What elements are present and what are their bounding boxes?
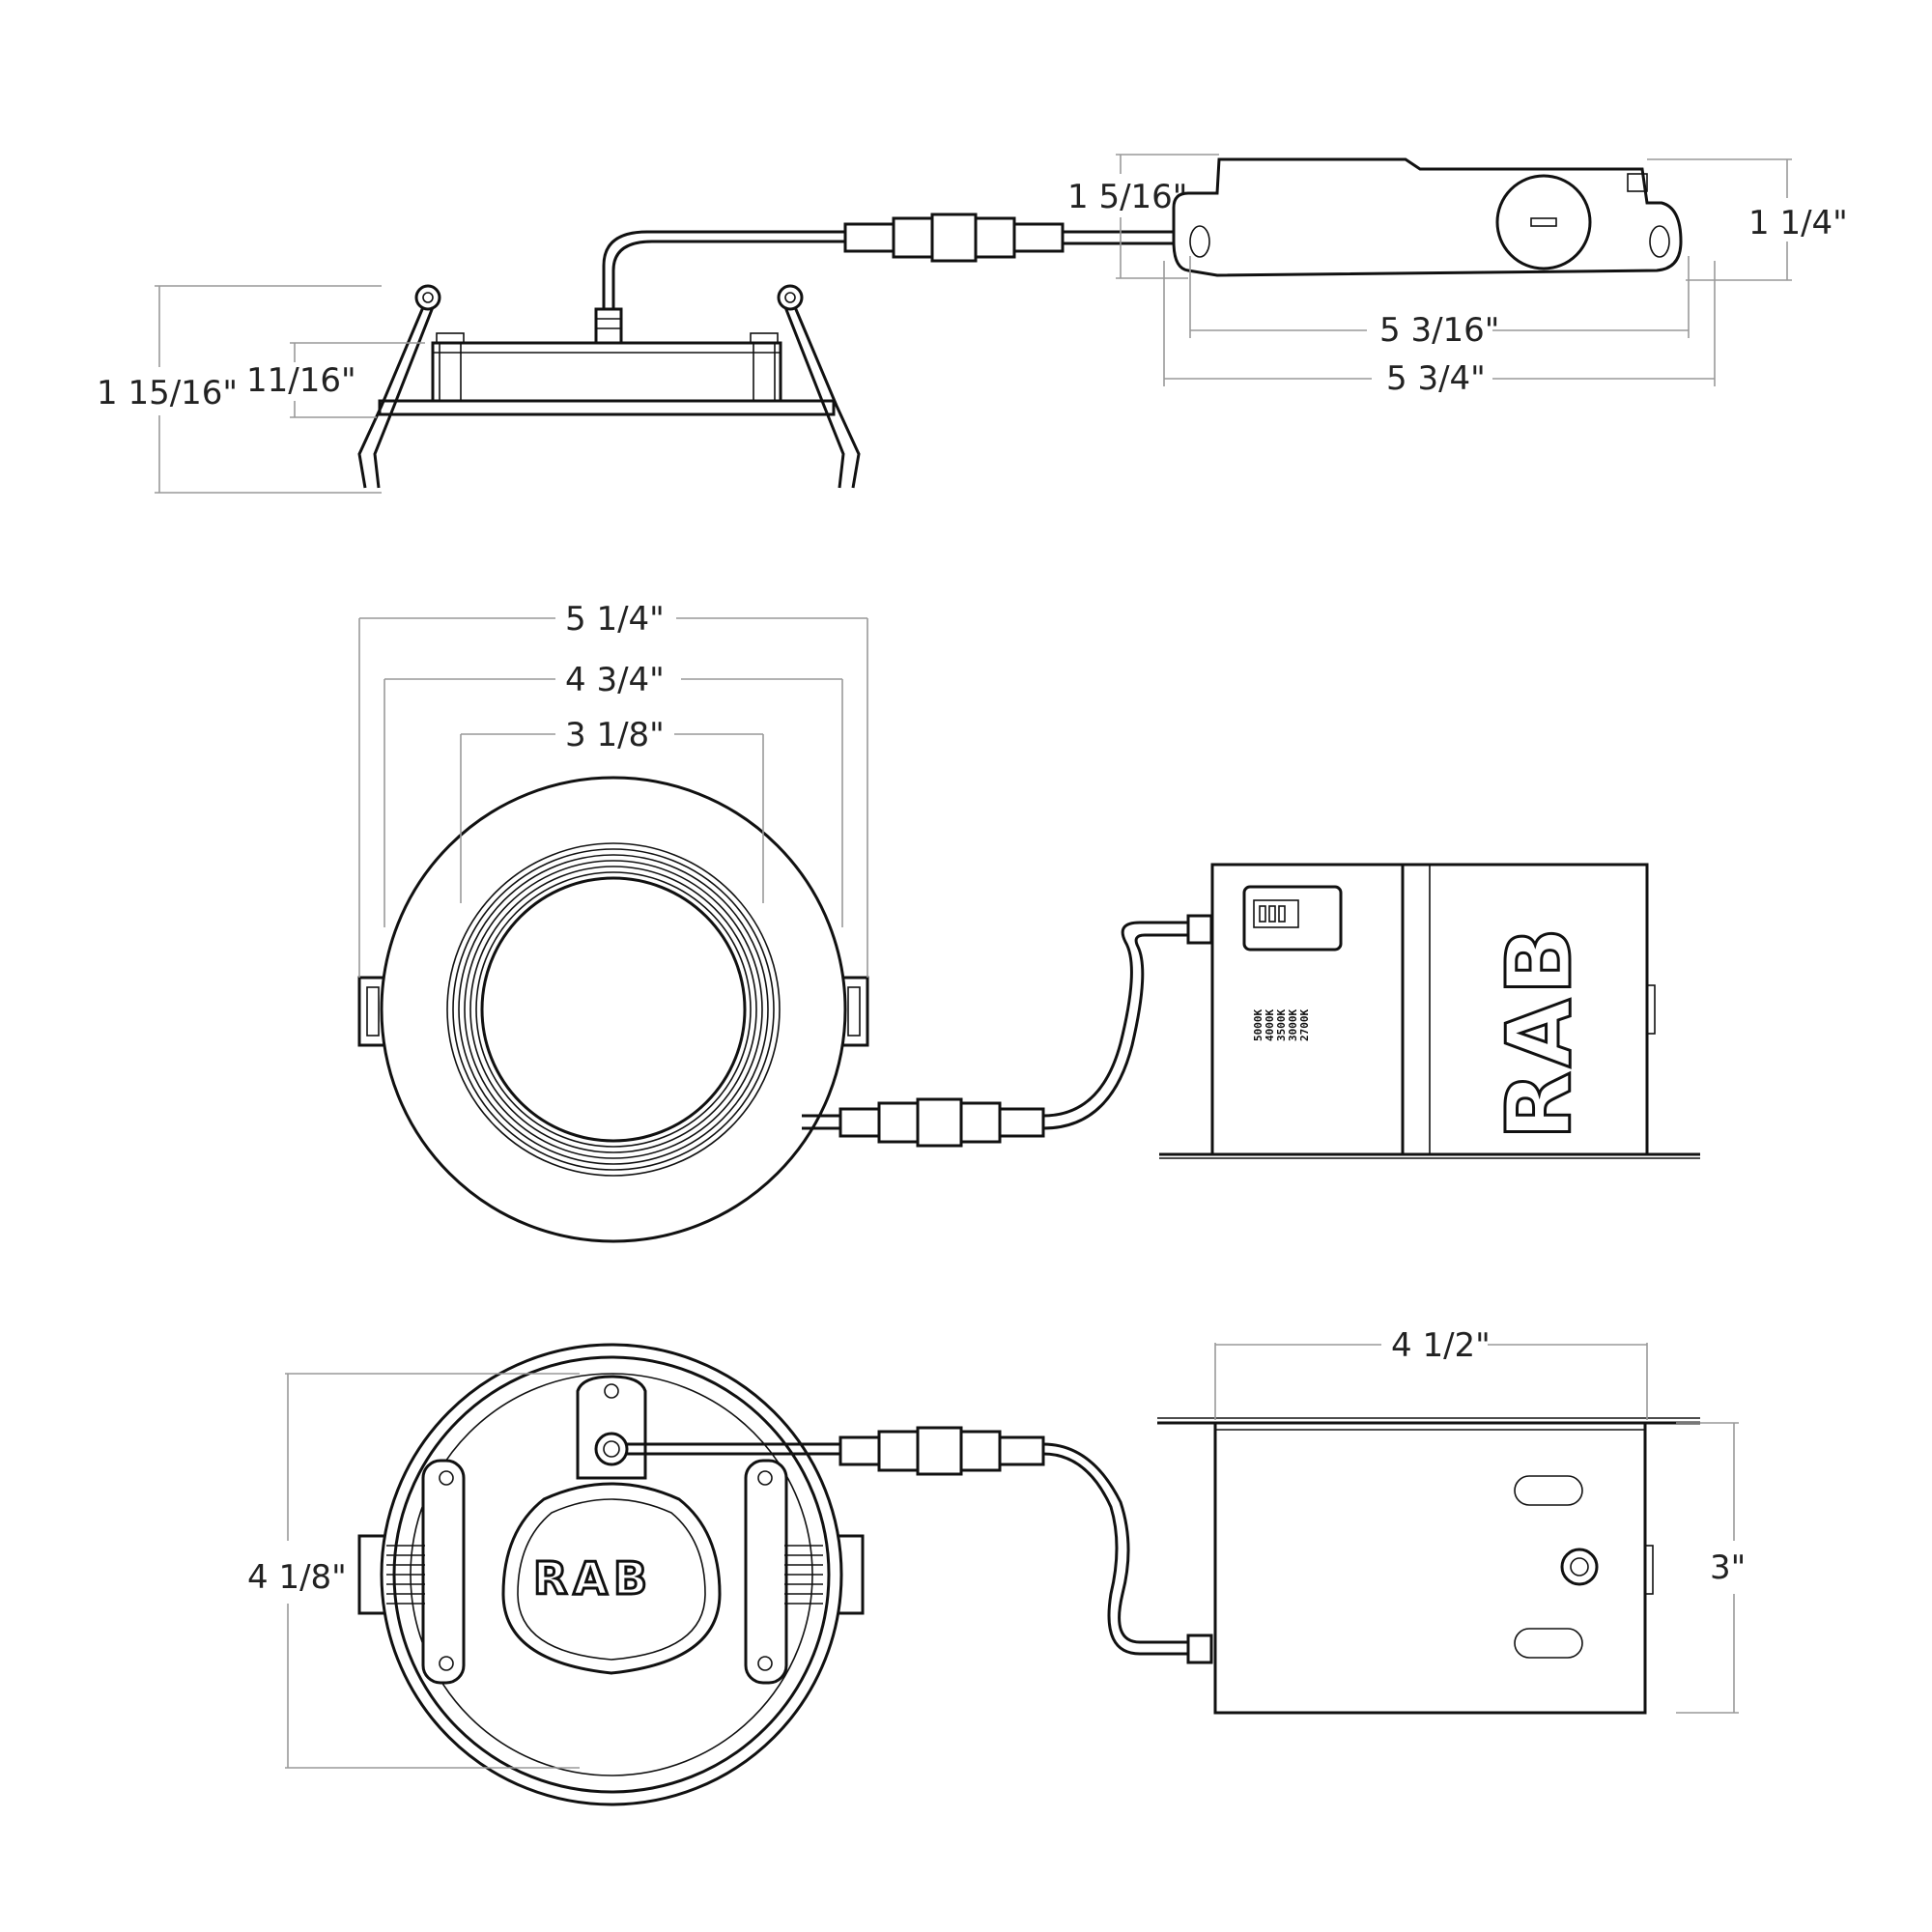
dim-label-1-15-16: 1 15/16" <box>97 374 238 412</box>
dim-label-5-3-16: 5 3/16" <box>1379 311 1499 350</box>
dim-label-4-3-4: 4 3/4" <box>565 661 665 699</box>
front-view-trim <box>357 776 869 1243</box>
dim-side-trim-height: 11/16" <box>246 342 425 418</box>
dim-label-11-16: 11/16" <box>246 361 356 400</box>
dim-label-3: 3" <box>1710 1548 1746 1587</box>
dim-label-4-1-8: 4 1/8" <box>247 1558 347 1597</box>
cct-option-1: 5000K <box>1252 1009 1264 1041</box>
side-view-fixture <box>357 230 861 489</box>
dim-trim-outer: 5 1/4" <box>358 600 868 978</box>
cct-option-3: 3500K <box>1275 1009 1288 1041</box>
dim-box-width: 4 1/2" <box>1214 1326 1648 1420</box>
dim-side-height-total: 1 15/16" <box>97 285 382 494</box>
dim-body-diameter: 4 1/8" <box>247 1373 580 1769</box>
dim-aperture: 3 1/8" <box>460 716 764 903</box>
dim-label-4-1-2: 4 1/2" <box>1391 1326 1491 1365</box>
side-view-connector <box>843 213 1174 263</box>
dim-label-3-1-8: 3 1/8" <box>565 716 665 754</box>
box-top-logo: RAB <box>1488 923 1591 1140</box>
cct-option-4: 3000K <box>1287 1009 1299 1041</box>
dim-box-height-right: 1 1/4" <box>1647 158 1848 281</box>
side-view-junction-box <box>1172 157 1683 277</box>
front-view-junction-box: 5000K 4000K 3500K 3000K 2700K RAB <box>1159 863 1700 1159</box>
cct-option-5: 2700K <box>1298 1009 1311 1041</box>
dim-label-5-1-4: 5 1/4" <box>565 600 665 639</box>
back-view-fixture: RAB <box>357 1343 865 1806</box>
front-view-connector <box>802 914 1213 1148</box>
cct-option-2: 4000K <box>1264 1009 1276 1041</box>
dim-clip-span: 4 3/4" <box>384 661 843 927</box>
fixture-back-logo: RAB <box>533 1552 653 1605</box>
dim-label-1-1-4: 1 1/4" <box>1748 204 1848 242</box>
dim-box-height-left: 1 5/16" <box>1067 154 1219 279</box>
dim-label-5-3-4: 5 3/4" <box>1386 359 1486 398</box>
dim-box-length: 5 3/4" <box>1163 261 1716 398</box>
back-view-connector <box>626 1426 1276 1682</box>
dim-box-mount-spacing: 5 3/16" <box>1189 256 1690 350</box>
dim-label-1-5-16: 1 5/16" <box>1067 178 1187 216</box>
dim-box-depth: 3" <box>1676 1422 1746 1714</box>
back-view-junction-box <box>1157 1417 1700 1715</box>
